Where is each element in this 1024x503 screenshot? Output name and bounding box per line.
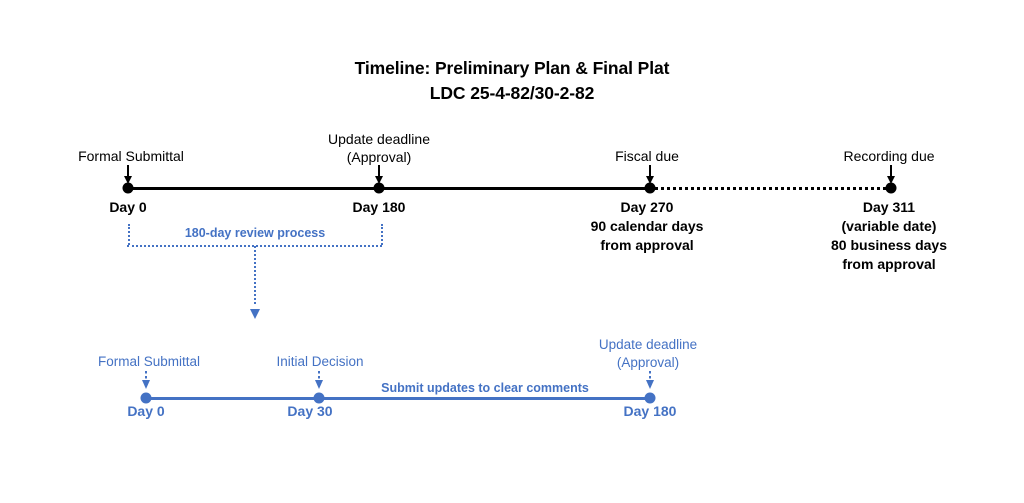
main-node-fiscal-due (644, 182, 656, 194)
bracket-label: 180-day review process (184, 226, 326, 240)
main-day-recording-due: Day 311 (variable date) 80 business days… (831, 198, 947, 274)
diagram-title: Timeline: Preliminary Plan & Final Plat … (0, 56, 1024, 106)
main-day-fiscal-due: Day 270 90 calendar days from approval (591, 198, 704, 255)
main-axis-dotted (650, 186, 891, 190)
detail-label-formal-submittal: Formal Submittal (98, 353, 200, 371)
main-note-fiscal-due-1: 90 calendar days (590, 218, 704, 234)
detail-label-initial-decision-line1: Initial Decision (276, 354, 364, 369)
bracket-tick-left (128, 224, 130, 245)
detail-axis (146, 396, 650, 400)
main-node-update-deadline (373, 182, 385, 194)
main-label-update-deadline-line2: (Approval) (346, 149, 412, 165)
main-day-recording-due-value: Day 311 (862, 199, 916, 215)
detail-label-formal-submittal-line1: Formal Submittal (97, 354, 201, 369)
main-note-fiscal-due-2: from approval (600, 237, 694, 253)
main-label-fiscal-due: Fiscal due (615, 147, 679, 165)
main-label-formal-submittal-line1: Formal Submittal (78, 148, 184, 164)
main-note-recording-due-3: from approval (842, 256, 936, 272)
detail-span-label: Submit updates to clear comments (381, 381, 589, 395)
detail-label-update-deadline-line2: (Approval) (616, 355, 680, 370)
main-arrow-fiscal-due (646, 165, 654, 184)
main-arrow-recording-due (887, 165, 895, 184)
main-day-update-deadline: Day 180 (352, 199, 406, 215)
main-label-fiscal-due-line1: Fiscal due (615, 148, 679, 164)
main-label-update-deadline-line1: Update deadline (328, 131, 430, 147)
detail-label-update-deadline: Update deadline (Approval) (599, 336, 697, 372)
main-node-formal-submittal (122, 182, 134, 194)
main-axis-solid (128, 186, 650, 190)
detail-label-update-deadline-line1: Update deadline (598, 337, 698, 352)
main-day-fiscal-due-value: Day 270 (620, 199, 674, 215)
main-day-formal-submittal: Day 0 (109, 199, 147, 215)
main-label-recording-due-line1: Recording due (843, 148, 935, 164)
main-label-recording-due: Recording due (843, 147, 934, 165)
main-note-recording-due-1: (variable date) (841, 218, 937, 234)
bracket-drop-arrow-icon (250, 309, 260, 319)
detail-arrow-update-deadline (646, 371, 654, 389)
title-line-1: Timeline: Preliminary Plan & Final Plat (354, 58, 670, 78)
detail-day-formal-submittal: Day 0 (127, 403, 165, 419)
detail-day-initial-decision: Day 30 (287, 403, 333, 419)
detail-node-update-deadline (644, 392, 656, 404)
main-arrow-update-deadline (375, 165, 383, 184)
bracket-drop-line (254, 246, 256, 304)
main-note-recording-due-2: 80 business days (831, 237, 947, 253)
detail-arrow-initial-decision (315, 371, 323, 389)
detail-day-update-deadline: Day 180 (623, 403, 677, 419)
main-node-recording-due (885, 182, 897, 194)
detail-arrow-formal-submittal (142, 371, 150, 389)
detail-label-initial-decision: Initial Decision (276, 353, 363, 371)
main-label-formal-submittal: Formal Submittal (78, 147, 184, 165)
detail-node-initial-decision (313, 392, 325, 404)
main-label-update-deadline: Update deadline (Approval) (328, 130, 430, 166)
bracket-tick-right (381, 224, 383, 245)
main-arrow-formal-submittal (124, 165, 132, 184)
detail-node-formal-submittal (140, 392, 152, 404)
title-line-2: LDC 25-4-82/30-2-82 (429, 83, 595, 103)
